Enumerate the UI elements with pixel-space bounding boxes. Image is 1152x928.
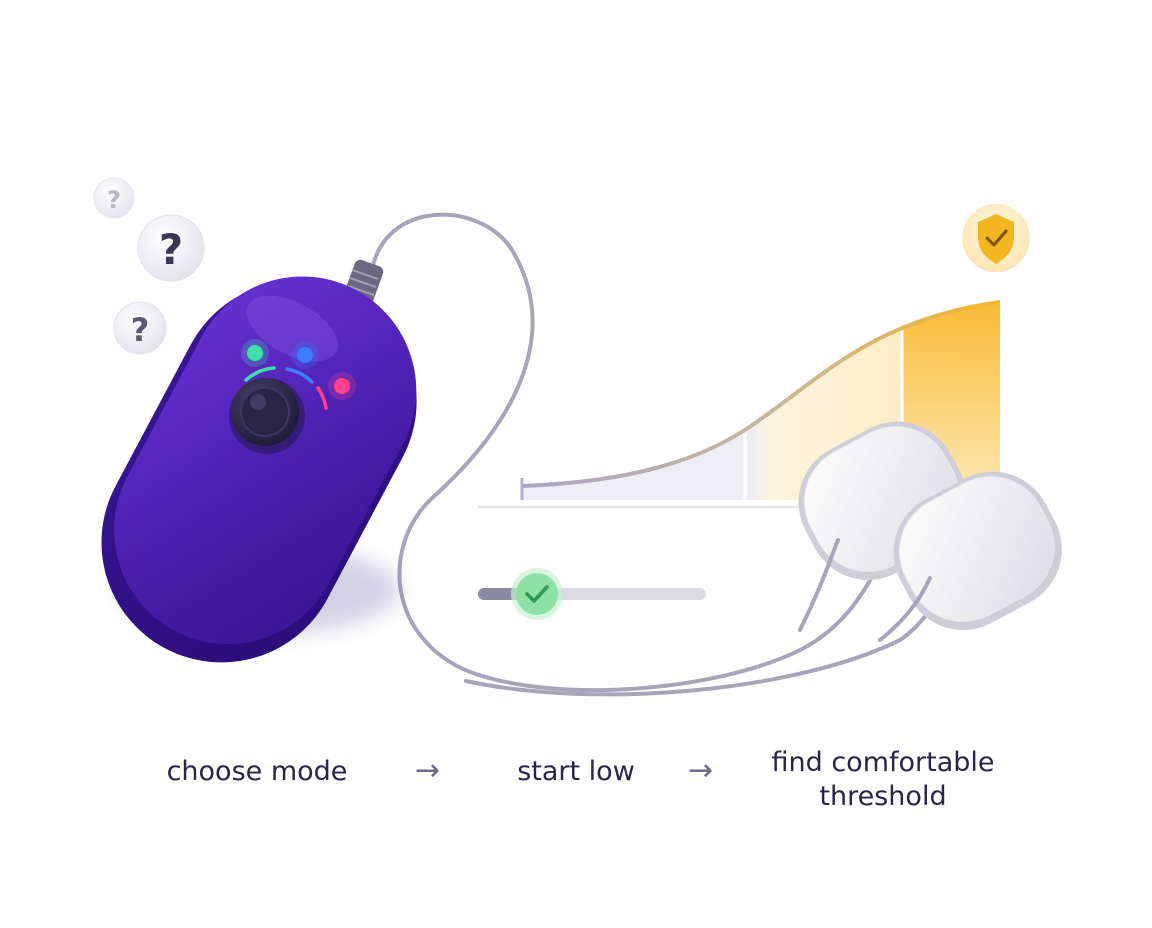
led-pink [334,378,350,394]
question-mark: ? [107,186,121,214]
intensity-knob [229,378,305,454]
tens-device [101,276,417,663]
question-bubble-icon: ? [137,214,205,282]
arrow-icon: → [688,753,714,788]
step-find-threshold: find comfortable threshold [748,746,1018,814]
step-label: start low [517,756,635,787]
electrode-pads [798,421,1062,642]
step-label-line2: threshold [819,781,947,812]
intensity-curve [521,300,1001,488]
step-start-low: start low [496,755,656,789]
step-label: choose mode [166,756,348,787]
question-bubbles: ? ? ? [93,177,205,355]
slider-thumb [511,568,563,620]
shield-check-icon [962,204,1030,272]
arrow-icon: → [415,753,441,788]
question-mark: ? [131,311,150,349]
checkmark-icon [525,585,549,603]
step-label: find comfortable [771,747,995,778]
electrode-pad [893,471,1062,630]
intensity-slider [478,568,706,620]
question-mark: ? [159,225,183,274]
mode-indicators [241,339,356,410]
led-green [247,345,263,361]
question-bubble-icon: ? [93,177,135,219]
led-blue [297,347,313,363]
question-bubble-icon: ? [113,301,167,355]
step-choose-mode: choose mode [147,755,367,789]
